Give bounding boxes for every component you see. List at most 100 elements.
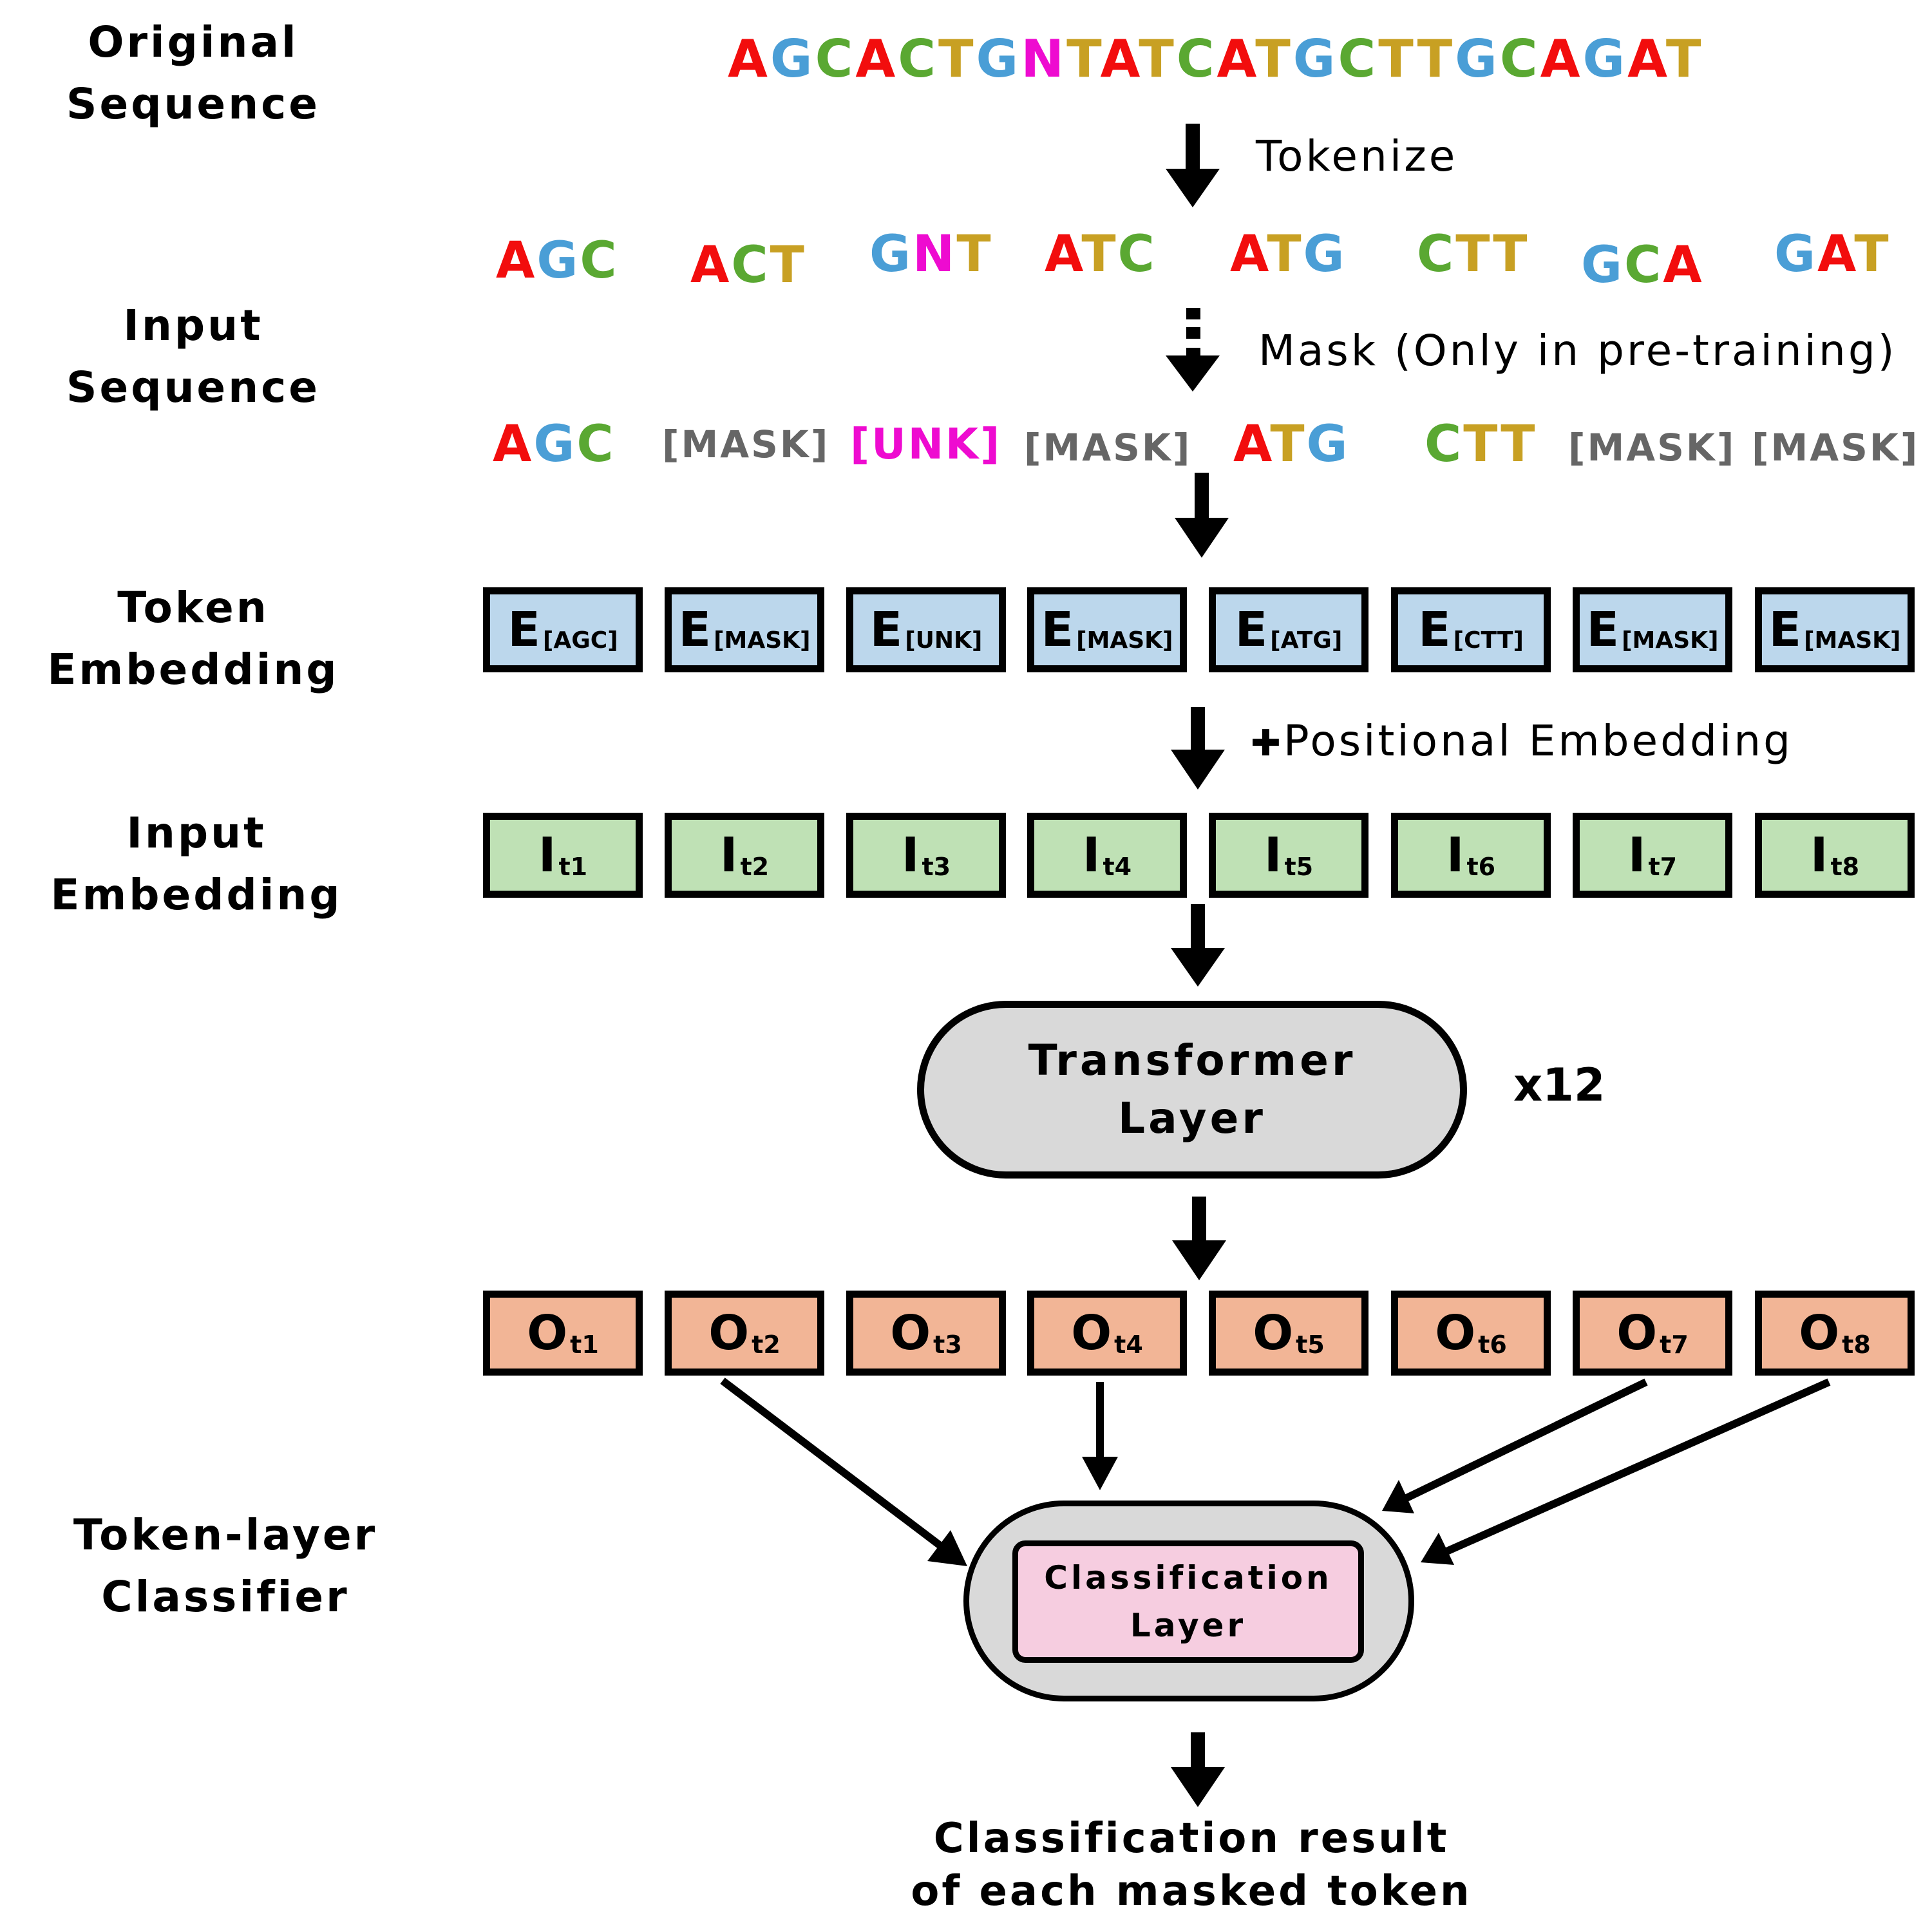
- label-original-sequence: Original Sequence: [26, 12, 361, 135]
- output-box-subscript: t5: [1296, 1331, 1325, 1359]
- label-line: Embedding: [47, 645, 339, 694]
- token: ATG: [1233, 412, 1350, 477]
- token-embedding-box: E[MASK]: [665, 587, 824, 672]
- output-box-symbol: O: [1253, 1305, 1294, 1361]
- output-box-subscript: t7: [1660, 1331, 1689, 1359]
- nucleotide-letter: A: [1663, 236, 1704, 294]
- ot7-to-classifier-arrow: [1382, 1378, 1648, 1513]
- token: CTT: [1417, 222, 1529, 287]
- nucleotide-letter: N: [1021, 29, 1067, 89]
- nucleotide-letter: T: [1665, 29, 1704, 89]
- label-input-embedding: Input Embedding: [26, 802, 367, 926]
- token-embedding-box-symbol: E: [507, 602, 540, 658]
- embedding-arrow: [1175, 473, 1229, 558]
- output-box-symbol: O: [890, 1305, 931, 1361]
- token-embedding-box: E[MASK]: [1755, 587, 1915, 672]
- token-embedding-box-subscript: [MASK]: [1076, 627, 1173, 654]
- nucleotide-letter: A: [1100, 29, 1139, 89]
- token-embedding-box-subscript: [UNK]: [905, 627, 983, 654]
- nucleotide-letter: C: [1338, 29, 1379, 89]
- input-embedding-box-symbol: I: [901, 828, 920, 883]
- nucleotide-letter: C: [1176, 29, 1217, 89]
- output-box-subscript: t8: [1842, 1331, 1871, 1359]
- input-embedding-box-subscript: t5: [1284, 853, 1314, 881]
- label-line: Classifier: [101, 1572, 350, 1622]
- nucleotide-letter: A: [690, 236, 732, 294]
- output-box-subscript: t4: [1114, 1331, 1143, 1359]
- token-embedding-box: E[ATG]: [1209, 587, 1368, 672]
- nucleotide-letter: A: [496, 232, 537, 290]
- token-embedding-box-symbol: E: [1041, 602, 1074, 658]
- nucleotide-letter: G: [533, 415, 577, 473]
- token: ATC: [1045, 222, 1157, 287]
- token-embedding-box: E[MASK]: [1573, 587, 1732, 672]
- nucleotide-letter: T: [1066, 29, 1101, 89]
- ot2-to-classifier-arrow: [720, 1378, 967, 1566]
- nucleotide-letter: T: [1139, 29, 1177, 89]
- transformer-repeat-count: x12: [1513, 1059, 1605, 1112]
- token-embedding-box-symbol: E: [1768, 602, 1802, 658]
- nucleotide-letter: A: [1817, 225, 1855, 283]
- output-box-symbol: O: [1071, 1305, 1112, 1361]
- nucleotide-letter: T: [1463, 415, 1501, 473]
- label-line: Input: [123, 301, 263, 350]
- nucleotide-letter: T: [1270, 415, 1307, 473]
- label-line: Sequence: [66, 79, 321, 129]
- nucleotide-letter: G: [976, 29, 1021, 89]
- nucleotide-letter: C: [1117, 225, 1157, 283]
- transformer-line1: Transformer: [1028, 1036, 1356, 1085]
- output-box-subscript: t2: [752, 1331, 781, 1359]
- label-line: Token-layer: [73, 1510, 378, 1560]
- nucleotide-letter: C: [1624, 236, 1663, 294]
- nucleotide-letter: A: [1540, 29, 1583, 89]
- transformer-layer: Transformer Layer: [917, 1001, 1467, 1179]
- input-embedding-box-subscript: t3: [922, 853, 951, 881]
- token-embedding-box-symbol: E: [1418, 602, 1451, 658]
- token-embedding-box-subscript: [AGC]: [542, 627, 618, 654]
- nucleotide-letter: C: [731, 236, 770, 294]
- token-embedding-box-subscript: [MASK]: [1622, 627, 1719, 654]
- classification-result: Classification result of each masked tok…: [895, 1812, 1488, 1918]
- output-box-subscript: t1: [570, 1331, 599, 1359]
- output-box-symbol: O: [1799, 1305, 1840, 1361]
- nucleotide-letter: G: [1303, 225, 1347, 283]
- input-embedding-box-subscript: t8: [1830, 853, 1860, 881]
- input-embedding-box-symbol: I: [1264, 828, 1282, 883]
- classification-line2: Layer: [1130, 1607, 1247, 1644]
- output-box-subscript: t3: [933, 1331, 962, 1359]
- label-input-sequence: Input Sequence: [26, 295, 361, 419]
- nucleotide-letter: T: [770, 236, 806, 294]
- mask-label: Mask (Only in pre-training): [1258, 326, 1897, 375]
- nucleotide-letter: T: [1378, 29, 1417, 89]
- input-embedding-box-subscript: t1: [558, 853, 588, 881]
- token: GCA: [1581, 233, 1704, 298]
- nucleotide-letter: T: [938, 29, 976, 89]
- ot8-to-classifier-arrow: [1421, 1378, 1831, 1565]
- label-line: Input: [126, 808, 267, 858]
- token: ATG: [1230, 222, 1347, 287]
- token-embedding-box-symbol: E: [1586, 602, 1620, 658]
- ot4-to-classifier-arrow: [1082, 1382, 1118, 1490]
- token: GNT: [869, 222, 993, 287]
- nucleotide-letter: C: [1499, 29, 1540, 89]
- original-sequence: AGCACTGNTATCATGCTTGCAGAT: [728, 27, 1703, 91]
- token-embedding-box: E[MASK]: [1027, 587, 1187, 672]
- nucleotide-letter: A: [1627, 29, 1666, 89]
- classification-layer: Classification Layer: [1012, 1540, 1364, 1663]
- token: CTT: [1425, 412, 1537, 477]
- to-outputs-arrow: [1172, 1197, 1226, 1280]
- transformer-line2: Layer: [1118, 1094, 1266, 1143]
- tokenize-arrow: [1166, 124, 1220, 207]
- output-box-symbol: O: [527, 1305, 568, 1361]
